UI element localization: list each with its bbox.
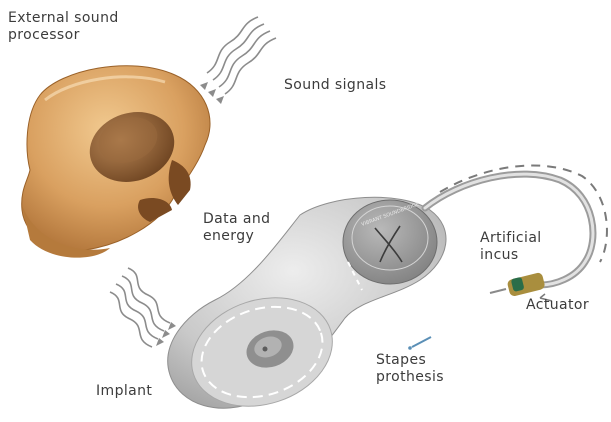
external-processor-label: External sound processor <box>8 10 119 44</box>
data-energy-label: Data and energy <box>203 211 270 245</box>
actuator-label: Actuator <box>526 297 589 314</box>
stapes-prosthesis-label: Stapes prothesis <box>376 352 444 386</box>
external-processor-line-1: External sound <box>8 10 119 26</box>
stapes-prosthesis-line-1: Stapes <box>376 352 426 368</box>
sound-signals-text: Sound signals <box>284 77 386 93</box>
artificial-incus-label: Artificial incus <box>480 230 542 264</box>
data-energy-line-2: energy <box>203 228 254 244</box>
data-energy-line-1: Data and <box>203 211 270 227</box>
external-processor-icon <box>22 66 210 258</box>
external-processor-line-2: processor <box>8 27 80 43</box>
artificial-incus-line-2: incus <box>480 247 519 263</box>
implant-label: Implant <box>96 383 152 400</box>
implant-text: Implant <box>96 383 152 399</box>
stapes-prosthesis-line-2: prothesis <box>376 369 444 385</box>
sound-signal-waves-icon <box>200 17 276 104</box>
artificial-incus-line-1: Artificial <box>480 230 542 246</box>
actuator-text: Actuator <box>526 297 589 313</box>
data-energy-waves-icon <box>110 268 176 347</box>
sound-signals-label: Sound signals <box>284 77 386 94</box>
